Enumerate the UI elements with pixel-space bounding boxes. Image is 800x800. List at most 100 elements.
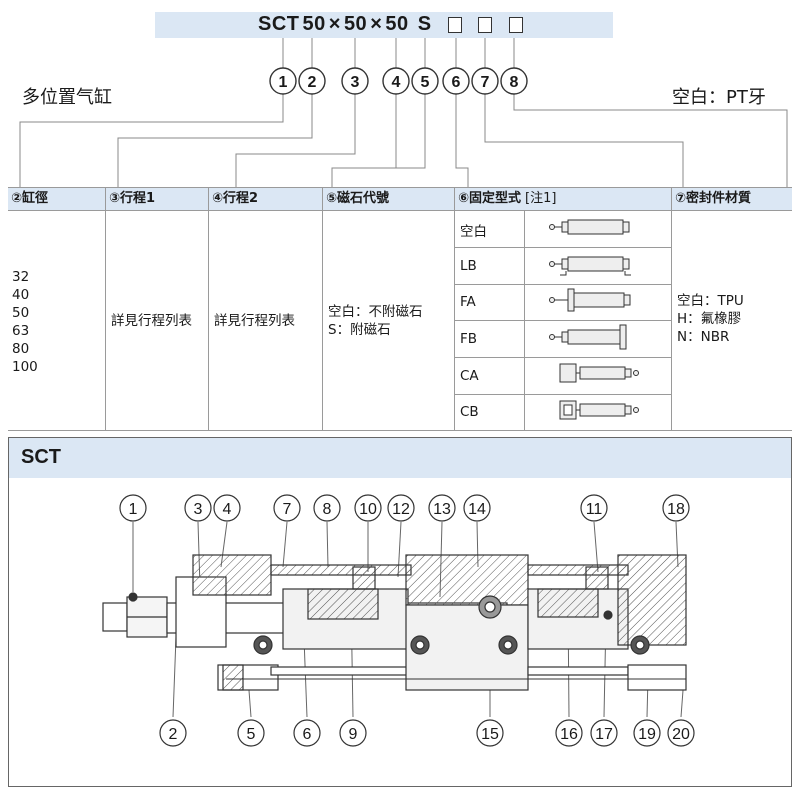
magnet-with: S：附磁石	[328, 322, 391, 338]
table-col-divider	[208, 187, 209, 430]
table-col-divider	[671, 187, 672, 430]
mount-row-divider	[454, 247, 671, 248]
panel-title: SCT	[21, 446, 61, 468]
part-label-13: 13	[433, 501, 451, 518]
option-box-mount	[448, 17, 462, 33]
model-code-bar	[155, 12, 613, 38]
seal-options: 空白：TPU H：氟橡膠 N：NBR	[677, 292, 744, 346]
code-stroke2: 50	[385, 13, 409, 35]
thread-note: 空白：PT牙	[672, 87, 766, 108]
callout-1: 1	[279, 74, 288, 91]
product-title: 多位置气缸	[22, 87, 112, 108]
header-bore: ②缸徑	[8, 187, 105, 210]
mount-row-divider	[454, 320, 671, 321]
bore-50: 50	[12, 305, 30, 321]
callout-5: 5	[421, 74, 430, 91]
mount-row-divider	[454, 284, 671, 285]
magnet-options: 空白：不附磁石 S：附磁石	[328, 303, 423, 339]
code-stroke1: 50	[343, 13, 368, 35]
mount-row-divider	[454, 357, 671, 358]
callout-8: 8	[510, 74, 519, 91]
header-seal: ⑦密封件材質	[672, 187, 792, 210]
callout-circle-5	[411, 67, 439, 95]
part-label-18: 18	[667, 501, 685, 518]
part-label-1: 1	[129, 501, 138, 518]
part-label-19: 19	[638, 726, 656, 743]
part-label-2: 2	[169, 726, 178, 743]
mount-label-fa: FA	[460, 294, 476, 310]
table-col-divider	[454, 187, 455, 430]
panel-header	[9, 438, 791, 478]
mount-icon-fa	[549, 288, 631, 312]
callout-circle-2	[298, 67, 326, 95]
callout-circle-3	[341, 67, 369, 95]
mount-label-cb: CB	[460, 404, 479, 420]
table-header-border	[8, 210, 792, 211]
callout-circle-6	[442, 67, 470, 95]
bore-80: 80	[12, 341, 30, 357]
callout-6: 6	[452, 74, 461, 91]
option-box-thread	[509, 17, 523, 33]
table-bottom-border	[8, 430, 792, 431]
mount-label-fb: FB	[460, 331, 478, 347]
table-col-divider	[322, 187, 323, 430]
mount-icon-basic	[549, 219, 630, 235]
bore-100: 100	[12, 359, 38, 375]
part-label-11: 11	[586, 501, 603, 518]
mount-sketches	[549, 219, 639, 420]
stroke2-value: 詳見行程列表	[214, 313, 295, 329]
part-label-12: 12	[392, 501, 410, 518]
mount-icon-lb	[549, 256, 631, 276]
callout-2: 2	[308, 74, 317, 91]
callout-3: 3	[351, 74, 360, 91]
part-label-8: 8	[323, 501, 332, 518]
part-label-9: 9	[349, 726, 358, 743]
cylinder-section-drawing: 1 3 4 7 8 10 12 13 14 11 18 2 5 6 9 15 1…	[102, 494, 695, 747]
magnet-none: 空白：不附磁石	[328, 304, 423, 320]
header-mounting: ⑥固定型式[注1]	[455, 187, 671, 210]
bore-32: 32	[12, 269, 30, 285]
mount-icon-cb	[559, 400, 639, 420]
code-x2: ×	[370, 13, 383, 35]
bore-list: 32 40 50 63 80 100	[12, 268, 38, 376]
header-stroke1: ③行程1	[106, 187, 208, 210]
mount-label-ca: CA	[460, 368, 479, 384]
mount-icon-ca	[559, 363, 639, 383]
part-label-14: 14	[468, 501, 486, 518]
part-label-17: 17	[595, 726, 613, 743]
part-label-20: 20	[672, 726, 690, 743]
code-series: SCT	[258, 13, 300, 35]
stroke1-value: 詳見行程列表	[111, 313, 192, 329]
mount-row-divider	[454, 394, 671, 395]
mount-label-basic: 空白	[460, 224, 487, 240]
part-label-16: 16	[560, 726, 578, 743]
part-label-6: 6	[303, 726, 312, 743]
callout-4: 4	[392, 74, 401, 91]
seal-nbr: N：NBR	[677, 329, 730, 345]
code-x1: ×	[328, 13, 341, 35]
part-label-15: 15	[481, 726, 499, 743]
callout-circle-4	[382, 67, 410, 95]
code-bore: 50	[302, 13, 326, 35]
callout-circle-8	[500, 67, 528, 95]
code-magnet: S	[417, 13, 432, 35]
header-stroke2: ④行程2	[209, 187, 322, 210]
part-label-10: 10	[359, 501, 377, 518]
callout-circle-1	[269, 67, 297, 95]
bore-40: 40	[12, 287, 30, 303]
part-label-7: 7	[283, 501, 292, 518]
table-col-divider	[105, 187, 106, 430]
mount-icon-fb	[549, 324, 627, 350]
mount-label-lb: LB	[460, 258, 477, 274]
header-magnet: ⑤磁石代號	[323, 187, 454, 210]
callout-circle-7	[471, 67, 499, 95]
bore-63: 63	[12, 323, 30, 339]
part-label-4: 4	[223, 501, 232, 518]
option-box-seal	[478, 17, 492, 33]
sectional-drawing-panel: SCT	[8, 437, 792, 787]
table-top-border	[8, 187, 792, 188]
seal-tpu: 空白：TPU	[677, 293, 744, 309]
seal-fkm: H：氟橡膠	[677, 311, 742, 327]
part-label-5: 5	[247, 726, 256, 743]
